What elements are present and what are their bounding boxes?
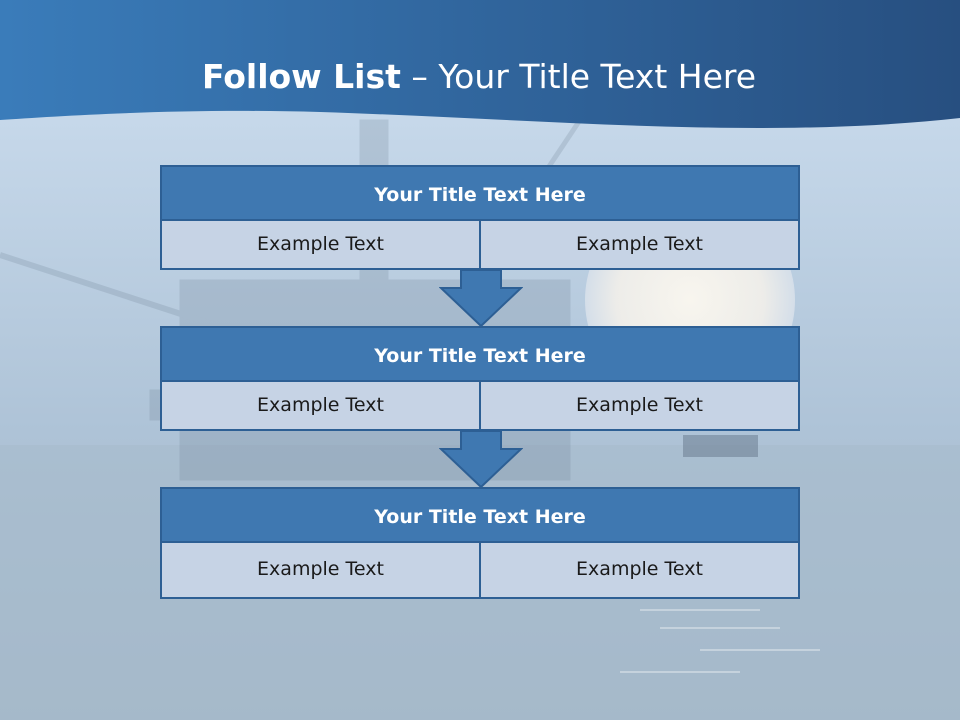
list-block-3: Your Title Text Here Example Text Exampl… — [160, 487, 800, 599]
block-title: Your Title Text Here — [160, 487, 800, 543]
title-bold: Follow List — [202, 57, 401, 96]
list-block-2: Your Title Text Here Example Text Exampl… — [160, 326, 800, 431]
cell-left: Example Text — [162, 543, 479, 597]
title-rest: – Your Title Text Here — [400, 57, 757, 96]
cell-right: Example Text — [479, 543, 798, 597]
down-arrow-icon — [439, 431, 523, 489]
list-block-1: Your Title Text Here Example Text Exampl… — [160, 165, 800, 270]
cell-right: Example Text — [479, 382, 798, 429]
block-title: Your Title Text Here — [160, 326, 800, 382]
header-band — [0, 0, 960, 128]
down-arrow-icon — [439, 270, 523, 328]
cell-right: Example Text — [479, 221, 798, 268]
ship-shape — [683, 435, 758, 457]
cell-left: Example Text — [162, 382, 479, 429]
slide-title: Follow List – Your Title Text Here — [202, 52, 756, 102]
block-row: Example Text Example Text — [160, 543, 800, 599]
block-row: Example Text Example Text — [160, 382, 800, 431]
block-title: Your Title Text Here — [160, 165, 800, 221]
cell-left: Example Text — [162, 221, 479, 268]
block-row: Example Text Example Text — [160, 221, 800, 270]
